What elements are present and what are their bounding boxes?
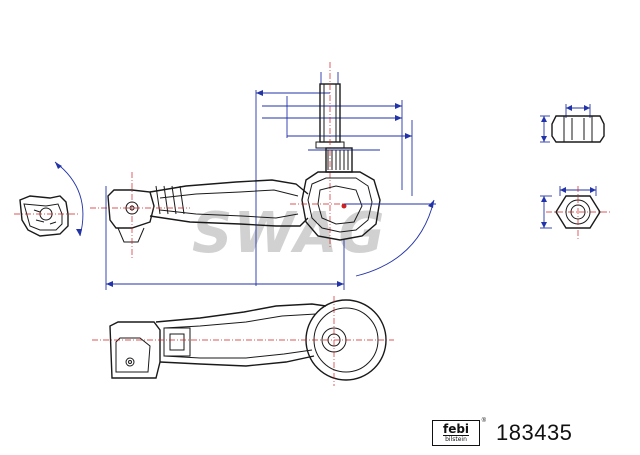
watermark-text: SWAG [192, 201, 385, 266]
logo-text: febi [442, 422, 470, 436]
left-end-view [14, 161, 84, 237]
registered-mark: ® [481, 418, 486, 424]
main-top-view [90, 62, 436, 290]
febi-bilstein-logo: febi bilstein ® [432, 418, 486, 446]
nut-side-view [540, 104, 605, 143]
part-label: febi bilstein ® 183435 [432, 418, 572, 448]
logo-subtext: bilstein [443, 435, 469, 443]
main-side-view [92, 296, 394, 386]
part-number: 183435 [496, 420, 573, 445]
nut-top-view [540, 186, 610, 240]
